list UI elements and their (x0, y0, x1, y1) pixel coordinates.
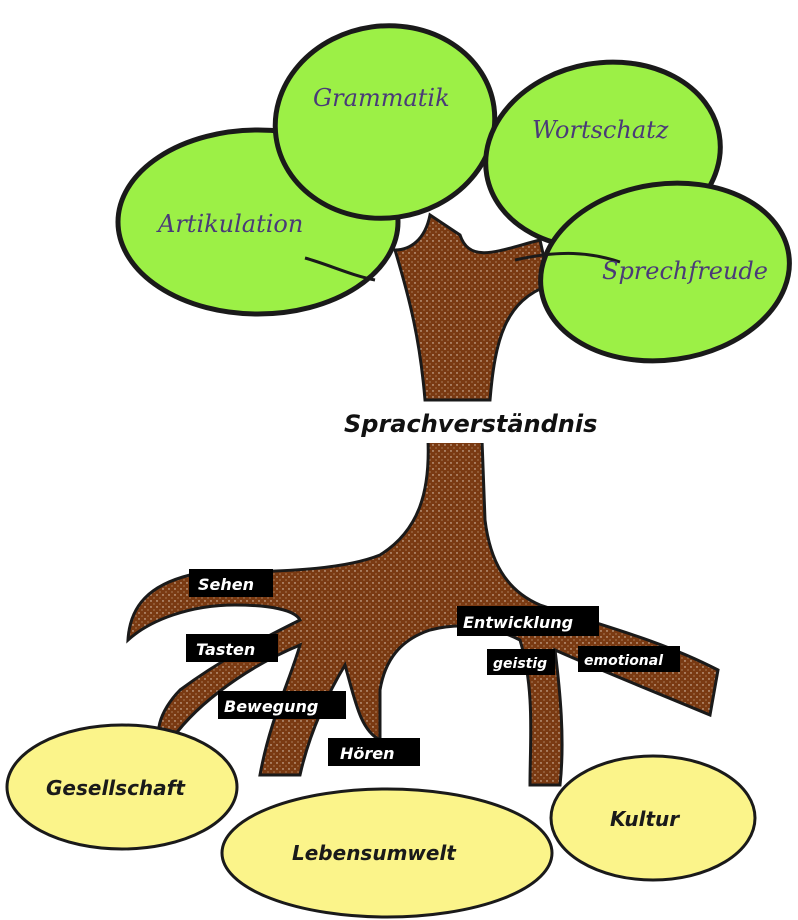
label-emotional: emotional (584, 653, 663, 669)
box-bewegung (218, 691, 346, 719)
ellipse-kultur (549, 754, 757, 882)
trunk-lower (126, 438, 720, 787)
label-gesellschaft: Gesellschaft (46, 776, 186, 800)
label-sehen: Sehen (198, 575, 254, 594)
label-entwicklung: Entwicklung (463, 613, 573, 632)
trunk-upper (392, 212, 552, 402)
box-entwicklung (457, 606, 599, 636)
label-artikulation: Artikulation (156, 210, 303, 238)
label-sprechfreude: Sprechfreude (602, 257, 768, 285)
label-wortschatz: Wortschatz (532, 116, 669, 144)
ellipse-gesellschaft (5, 723, 239, 851)
label-hoeren: Hören (340, 744, 395, 763)
trunk-label-bg (340, 403, 580, 443)
root-labels: Sehen Tasten Bewegung Hören Entwicklung … (186, 569, 680, 766)
box-sehen (189, 569, 273, 597)
leaf-grammatik (272, 23, 498, 221)
label-geistig: geistig (493, 656, 547, 672)
box-emotional (578, 646, 680, 672)
box-geistig (487, 649, 555, 675)
branch-lines (304, 251, 621, 282)
leaf-sprechfreude (538, 180, 792, 364)
tree-crown (115, 23, 792, 364)
box-tasten (186, 634, 278, 662)
label-bewegung: Bewegung (224, 697, 318, 716)
label-sprachverstaendnis: Sprachverständnis (344, 410, 597, 438)
label-lebensumwelt: Lebensumwelt (292, 841, 457, 865)
box-hoeren (328, 738, 420, 766)
ellipse-lebensumwelt (220, 787, 554, 919)
label-grammatik: Grammatik (313, 84, 450, 112)
label-kultur: Kultur (610, 807, 680, 831)
ground-ellipses (5, 723, 757, 919)
label-tasten: Tasten (196, 640, 255, 659)
